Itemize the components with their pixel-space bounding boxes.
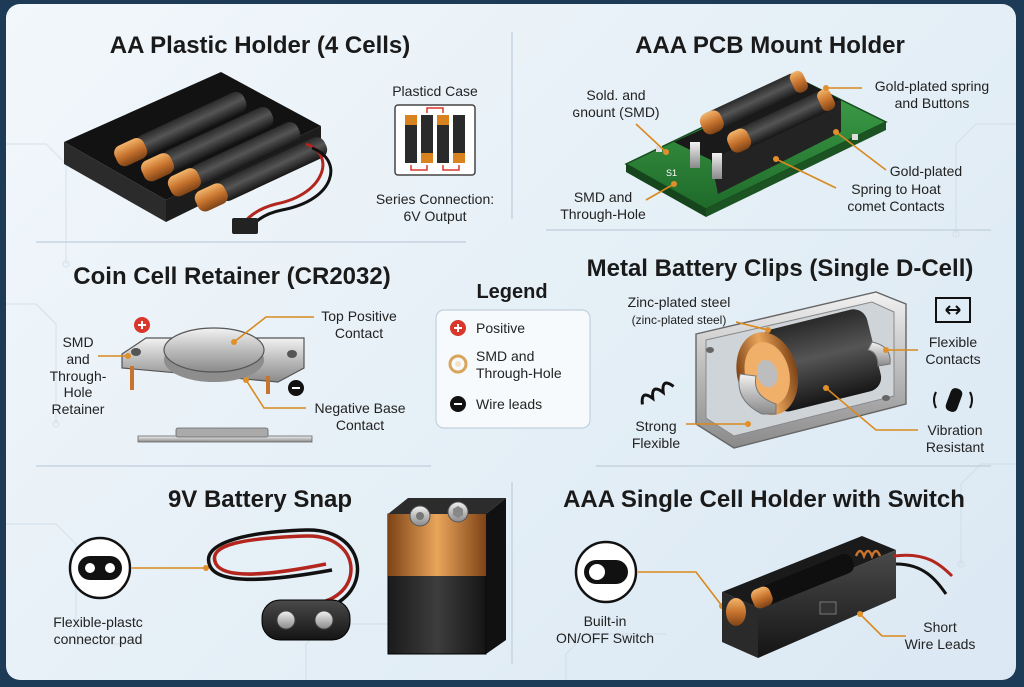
coin-negative-label-2: Contact <box>336 417 384 433</box>
section-aa-plastic-holder: AA Plastic Holder (4 Cells) <box>64 32 494 234</box>
aaa-switch-holder-illustration <box>722 536 954 658</box>
aa-cell <box>140 106 274 182</box>
plus-icon <box>134 317 150 333</box>
battery-terminal <box>447 501 469 523</box>
legend-plus-icon <box>450 320 466 336</box>
battery-terminal <box>409 505 431 527</box>
section-title-aaa-pcb: AAA PCB Mount Holder <box>635 32 905 59</box>
metal-clip-illustration <box>695 291 907 449</box>
pcb-contacts-label: comet Contacts <box>847 198 944 214</box>
section-coin-cell: Coin Cell Retainer (CR2032) SMD and Thro… <box>50 263 406 443</box>
flexible-contacts-label: Flexible <box>929 334 977 350</box>
spring-icon <box>640 381 675 405</box>
legend-box <box>435 309 591 429</box>
pcb-solder-label: Sold. and <box>586 87 645 103</box>
coin-retainer-label-1: SMD <box>62 334 93 350</box>
section-title-aaa-switch: AAA Single Cell Holder with Switch <box>563 486 965 513</box>
series-diagram <box>394 104 476 176</box>
flexible-contact-icon <box>935 297 971 323</box>
toggle-switch-icon <box>574 540 638 604</box>
aa-holder-illustration <box>64 72 333 234</box>
coin-retainer-label-3: Through- <box>50 368 107 384</box>
coin-top-contact-label: Top Positive <box>321 308 397 324</box>
aaa-cell <box>700 73 804 135</box>
section-9v-snap: 9V Battery Snap Flexible-plastc connecto… <box>53 486 506 655</box>
legend-through-hole: Through-Hole <box>476 365 562 381</box>
pcb-smd-label: ɢnount (SMD) <box>572 104 659 120</box>
pcb-gold-spring-label: Gold-plated spring <box>875 78 989 94</box>
legend-positive: Positive <box>476 320 525 336</box>
pcb-buttons-label: and Buttons <box>895 95 970 111</box>
coin-negative-label: Negative Base <box>314 400 405 416</box>
coin-retainer-illustration <box>121 327 305 394</box>
vibration-resistant-label: Resistant <box>926 439 984 455</box>
series-connection-label: Series Connection: <box>376 191 494 207</box>
switch-label: Built-in <box>584 613 627 629</box>
minus-icon <box>288 380 304 396</box>
switch-label-2: ON/OFF Switch <box>556 630 654 646</box>
connector-pad-label-2: connector pad <box>54 631 143 647</box>
section-title-coin-cell: Coin Cell Retainer (CR2032) <box>73 263 390 290</box>
pcb-silkscreen: S1 <box>666 168 677 178</box>
legend: Legend Positive SMD and Through-Hole Wir… <box>435 281 591 429</box>
battery-holders-infographic: AA Plastic Holder (4 Cells) <box>6 32 1016 680</box>
slide-switch <box>819 601 837 615</box>
coin-retainer-side-view <box>137 427 313 443</box>
coin-top-contact-label-2: Contact <box>335 325 383 341</box>
strong-flexible-label: Flexible <box>632 435 680 451</box>
infographic-frame: AA Plastic Holder (4 Cells) <box>6 4 1016 680</box>
9v-snap-illustration <box>206 528 360 641</box>
aa-cell <box>194 137 328 212</box>
aa-cell <box>167 122 301 197</box>
section-title-9v-snap: 9V Battery Snap <box>168 486 352 513</box>
9v-battery-illustration <box>387 498 506 655</box>
vibration-icon <box>933 388 973 412</box>
pcb-spring-label: Spring to Hoat <box>851 181 941 197</box>
wire-leads-label: Short <box>923 619 957 635</box>
section-dividers <box>36 32 991 664</box>
flexible-contacts-label-2: Contacts <box>925 351 980 367</box>
pcb-smd-through-label: SMD and <box>574 189 632 205</box>
aa-cell <box>114 91 247 167</box>
legend-smd: SMD and <box>476 348 534 364</box>
pcb-through-hole-label: Through-Hole <box>560 206 646 222</box>
coin-retainer-label-2: and <box>66 351 89 367</box>
coin-retainer-label-4: Hole <box>64 384 93 400</box>
vibration-label: Vibration <box>927 422 982 438</box>
aaa-cell <box>727 91 831 153</box>
aa-case-label: Plasticd Case <box>392 83 478 99</box>
wire-leads-label-2: Wire Leads <box>905 636 976 652</box>
ring-contact-icon <box>448 354 468 374</box>
pcb-gold-plated-label: Gold-plated <box>890 163 962 179</box>
zinc-plated-label: Zinc-plated steel <box>628 294 731 310</box>
pcb-illustration: S1 <box>624 70 888 217</box>
section-aaa-pcb-holder: AAA PCB Mount Holder S1 Sold. and ɢnount… <box>560 32 989 222</box>
section-title-aa-holder: AA Plastic Holder (4 Cells) <box>110 32 411 59</box>
coin-retainer-label-5: Retainer <box>52 401 105 417</box>
legend-title: Legend <box>476 281 547 303</box>
connector-pad-label: Flexible-plastc <box>53 614 142 630</box>
section-aaa-switch: AAA Single Cell Holder with Switch Built… <box>556 486 975 658</box>
zinc-plated-sub-label: (zinc-plated steel) <box>632 313 727 327</box>
legend-minus-icon <box>450 396 466 412</box>
cr2032-cell <box>163 327 265 373</box>
section-title-metal-clips: Metal Battery Clips (Single D-Cell) <box>587 255 974 282</box>
legend-wire-leads: Wire leads <box>476 396 542 412</box>
connector-pad-icon <box>68 536 132 600</box>
strong-label: Strong <box>635 418 676 434</box>
aa-holder-connector <box>232 218 258 234</box>
series-output-label: 6V Output <box>403 208 466 224</box>
section-metal-clips: Metal Battery Clips (Single D-Cell) Zinc… <box>587 255 985 455</box>
